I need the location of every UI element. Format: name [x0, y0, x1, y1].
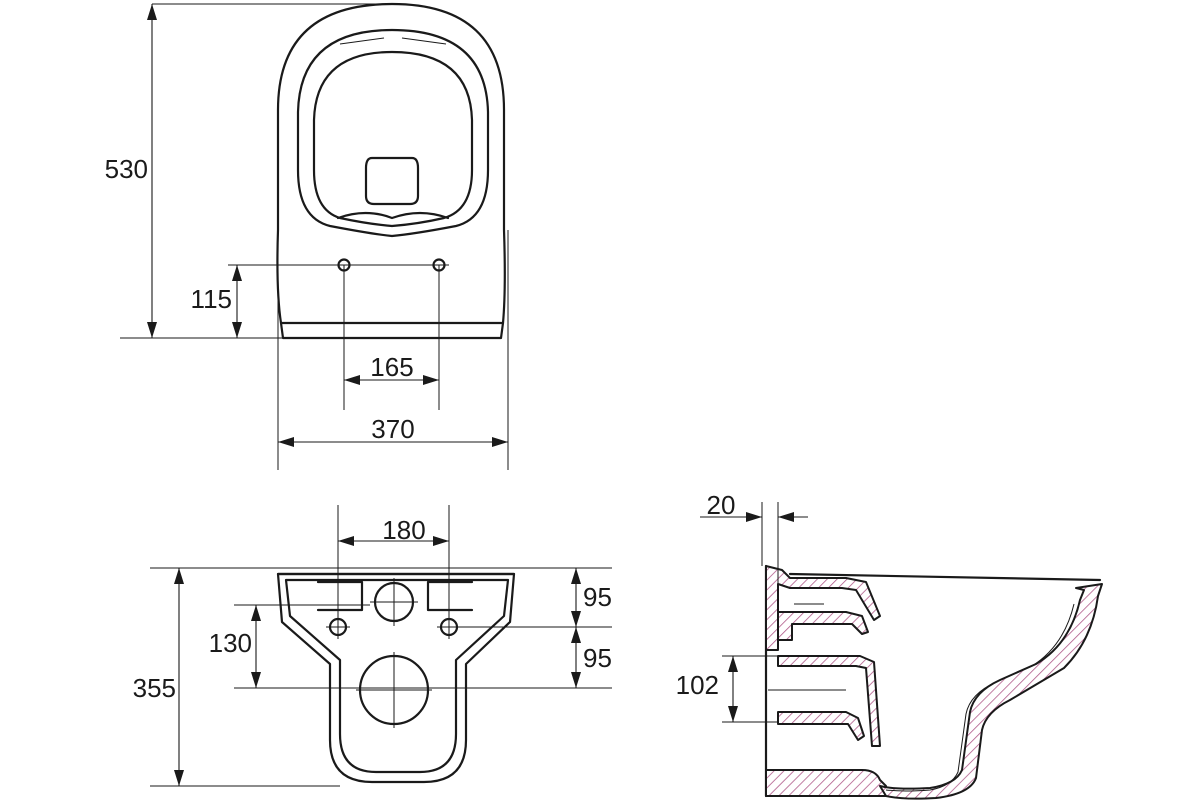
bracket-left [316, 580, 364, 612]
rear-inner-outline [284, 578, 510, 774]
rear-view: 180 355 130 95 95 [133, 505, 612, 787]
rear-outline [276, 572, 516, 784]
dimension-wall-gap: 20 [700, 490, 808, 522]
dimension-outlet-height: 102 [676, 656, 738, 722]
bowl-inner-line [885, 603, 1075, 792]
outlet-step [336, 211, 450, 220]
dimension-label-width: 370 [371, 414, 414, 444]
bowl-rim-gap-right [401, 37, 447, 45]
side-section-view: 20 102 [676, 490, 1103, 800]
flush-outlet [364, 156, 420, 206]
waste-outlet-icon [356, 652, 432, 728]
dimension-length: 530 [105, 4, 157, 338]
dimension-bolt-spacing: 180 [338, 515, 449, 546]
dimension-upper-offset: 95 [571, 568, 612, 627]
dimension-label-upper-offset: 95 [583, 582, 612, 612]
top-view: 530 115 165 370 [105, 2, 509, 470]
dimension-label-bolt-spacing: 180 [382, 515, 425, 545]
dimension-label-fixing-offset: 115 [191, 284, 232, 314]
dimension-lower-offset: 95 [571, 627, 612, 688]
section-bowl-shell [879, 583, 1103, 800]
dimension-fixing-offset: 115 [191, 265, 242, 338]
dimension-label-inlet-height: 130 [209, 628, 252, 658]
bowl-top-line [788, 572, 1102, 582]
dimension-height: 355 [133, 568, 184, 786]
section-bracket-upper [777, 611, 869, 641]
section-base [765, 769, 887, 797]
water-inlet-icon [370, 578, 418, 626]
bowl-inner-rim [312, 50, 474, 228]
bowl-outline [276, 2, 506, 340]
dimension-label-height: 355 [133, 673, 176, 703]
section-inlet-wall [777, 655, 881, 747]
dimension-label-fixing-spacing: 165 [370, 352, 413, 382]
dimension-fixing-spacing: 165 [344, 352, 439, 385]
dimension-label-length: 530 [105, 154, 148, 184]
dimension-width: 370 [278, 414, 508, 447]
bowl-rim-gap-left [339, 37, 385, 45]
dimension-inlet-height: 130 [209, 605, 261, 688]
bowl-opening [296, 28, 490, 238]
dimension-label-wall-gap: 20 [707, 490, 736, 520]
dimension-label-lower-offset: 95 [583, 643, 612, 673]
section-outlet-wall [777, 711, 865, 741]
bracket-right [426, 580, 474, 612]
dimension-label-outlet-height: 102 [676, 670, 719, 700]
